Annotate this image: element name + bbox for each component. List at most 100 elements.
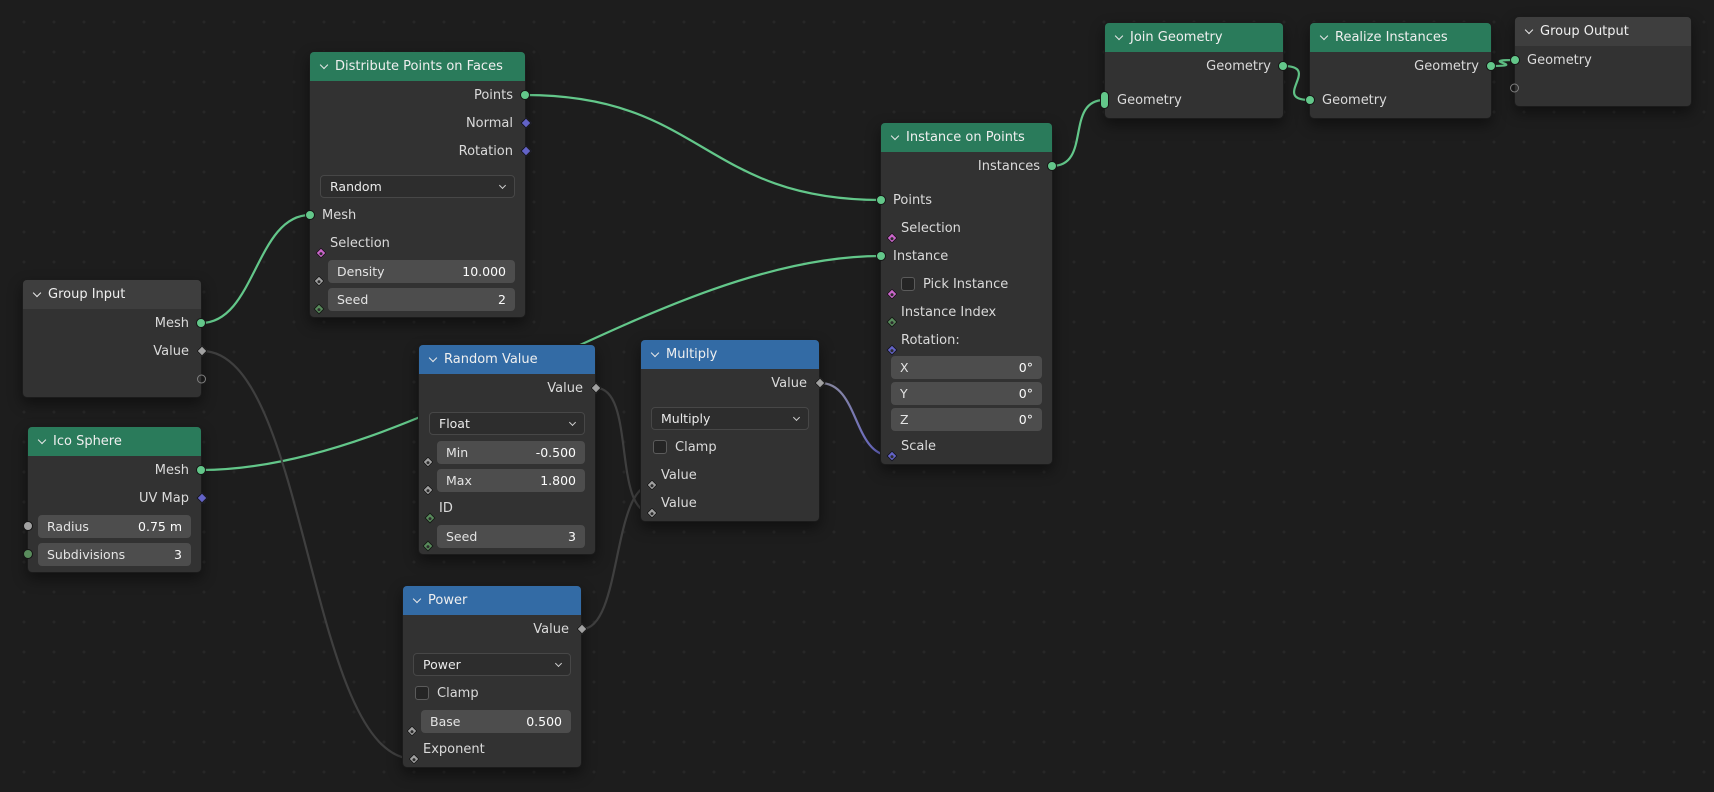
mesh-output-socket[interactable]	[196, 318, 206, 328]
collapse-chevron-icon[interactable]	[32, 288, 42, 298]
node-title: Group Output	[1540, 24, 1629, 39]
data-type-dropdown[interactable]: Float	[429, 411, 585, 435]
node-group-input[interactable]: Group Input Mesh Value	[22, 279, 208, 398]
radius-field[interactable]: Radius 0.75 m	[38, 514, 191, 538]
socket-label: Pick Instance	[923, 276, 1009, 292]
socket-label: Value	[661, 467, 697, 483]
dropdown-value: Power	[423, 656, 461, 672]
input-row-density: Density 10.000	[310, 257, 525, 287]
virtual-socket[interactable]	[197, 374, 206, 384]
base-field[interactable]: Base 0.500	[421, 709, 571, 733]
instances-output-socket[interactable]	[1047, 161, 1057, 171]
seed-field[interactable]: Seed 2	[328, 287, 515, 311]
seed-input-socket[interactable]	[422, 540, 434, 552]
input-row-mesh: Mesh	[305, 201, 525, 229]
node-header[interactable]: Join Geometry	[1105, 23, 1283, 52]
collapse-chevron-icon[interactable]	[1114, 31, 1124, 41]
collapse-chevron-icon[interactable]	[428, 353, 438, 363]
clamp-checkbox[interactable]	[653, 440, 667, 454]
operation-dropdown[interactable]: Power	[413, 652, 571, 676]
geometry-output-socket[interactable]	[1486, 61, 1496, 71]
output-row-mesh: Mesh	[23, 309, 206, 337]
radius-input-socket[interactable]	[23, 521, 33, 531]
node-header[interactable]: Group Output	[1515, 17, 1691, 46]
input-row-seed: Seed 3	[419, 522, 595, 552]
seed-field[interactable]: Seed 3	[437, 524, 585, 548]
collapse-chevron-icon[interactable]	[1524, 25, 1534, 35]
input-row-exponent: Exponent	[403, 735, 581, 765]
node-header[interactable]: Distribute Points on Faces	[310, 52, 525, 81]
field-value: 1.800	[540, 472, 576, 488]
virtual-socket[interactable]	[1510, 83, 1519, 93]
density-field[interactable]: Density 10.000	[328, 259, 515, 283]
field-value: 0.75 m	[138, 518, 182, 534]
input-row-value2: Value	[641, 489, 819, 519]
node-instance-on-points[interactable]: Instance on Points Instances Points Sele…	[876, 122, 1057, 465]
node-header[interactable]: Multiply	[641, 340, 819, 369]
checkbox-label: Clamp	[437, 685, 479, 701]
geometry-multi-input-socket[interactable]	[1100, 91, 1109, 109]
exponent-input-socket[interactable]	[408, 753, 420, 765]
subdivisions-field[interactable]: Subdivisions 3	[38, 542, 191, 566]
node-random-value[interactable]: Random Value Value Float Min -0.500 Max …	[418, 344, 602, 555]
node-link	[201, 349, 415, 761]
collapse-chevron-icon[interactable]	[319, 60, 329, 70]
collapse-chevron-icon[interactable]	[650, 348, 660, 358]
input-row-geometry: Geometry	[1305, 86, 1491, 114]
geometry-input-socket[interactable]	[1510, 55, 1520, 65]
seed-input-socket[interactable]	[313, 303, 325, 315]
field-value: 0.500	[526, 713, 562, 729]
field-value: -0.500	[535, 444, 576, 460]
rotation-z-field[interactable]: Z 0°	[891, 407, 1042, 431]
node-ico-sphere[interactable]: Ico Sphere Mesh UV Map Radius 0.75 m Sub…	[23, 426, 208, 573]
node-realize-instances[interactable]: Realize Instances Geometry Geometry	[1305, 22, 1496, 119]
chevron-down-icon	[498, 181, 507, 189]
geometry-output-socket[interactable]	[1278, 61, 1288, 71]
collapse-chevron-icon[interactable]	[37, 435, 47, 445]
node-header[interactable]: Ico Sphere	[28, 427, 201, 456]
node-header[interactable]: Realize Instances	[1310, 23, 1491, 52]
node-header[interactable]: Power	[403, 586, 581, 615]
node-join-geometry[interactable]: Join Geometry Geometry Geometry	[1100, 22, 1288, 119]
node-header[interactable]: Instance on Points	[881, 123, 1052, 152]
mesh-output-socket[interactable]	[196, 465, 206, 475]
node-power[interactable]: Power Value Power Clamp Base 0.500 Exp	[402, 585, 588, 768]
collapse-chevron-icon[interactable]	[890, 131, 900, 141]
rotation-y-field[interactable]: Y 0°	[891, 381, 1042, 405]
output-row-value: Value	[641, 369, 826, 397]
collapse-chevron-icon[interactable]	[1319, 31, 1329, 41]
socket-label: Value	[533, 621, 569, 637]
socket-label: Instance Index	[901, 304, 997, 320]
subdivisions-input-socket[interactable]	[23, 549, 33, 559]
field-label: Seed	[337, 291, 369, 307]
geometry-input-socket[interactable]	[1305, 95, 1315, 105]
pick-instance-checkbox[interactable]	[901, 277, 915, 291]
node-link	[1051, 98, 1105, 168]
max-field[interactable]: Max 1.800	[437, 468, 585, 492]
min-field[interactable]: Min -0.500	[437, 440, 585, 464]
output-row-geometry: Geometry	[1310, 52, 1496, 80]
node-link	[1490, 58, 1516, 68]
node-header[interactable]: Group Input	[23, 280, 201, 309]
distribution-dropdown[interactable]: Random	[320, 174, 515, 198]
node-multiply[interactable]: Multiply Value Multiply Clamp Value Valu…	[640, 339, 826, 522]
node-distribute-points-on-faces[interactable]: Distribute Points on Faces Points Normal…	[305, 51, 532, 318]
points-input-socket[interactable]	[876, 195, 886, 205]
mesh-input-socket[interactable]	[305, 210, 315, 220]
clamp-checkbox[interactable]	[415, 686, 429, 700]
value2-input-socket[interactable]	[646, 507, 658, 519]
scale-input-socket[interactable]	[886, 450, 898, 462]
node-header[interactable]: Random Value	[419, 345, 595, 374]
dropdown-value: Float	[439, 415, 470, 431]
rotation-x-field[interactable]: X 0°	[891, 355, 1042, 379]
operation-dropdown[interactable]: Multiply	[651, 406, 809, 430]
node-group-output[interactable]: Group Output Geometry	[1510, 16, 1692, 107]
node-title: Ico Sphere	[53, 434, 122, 449]
instance-input-socket[interactable]	[876, 251, 886, 261]
collapse-chevron-icon[interactable]	[412, 594, 422, 604]
points-output-socket[interactable]	[520, 90, 530, 100]
operation-row: Multiply	[641, 403, 819, 433]
input-row-virtual	[1510, 74, 1691, 102]
input-row-geometry: Geometry	[1510, 46, 1691, 74]
